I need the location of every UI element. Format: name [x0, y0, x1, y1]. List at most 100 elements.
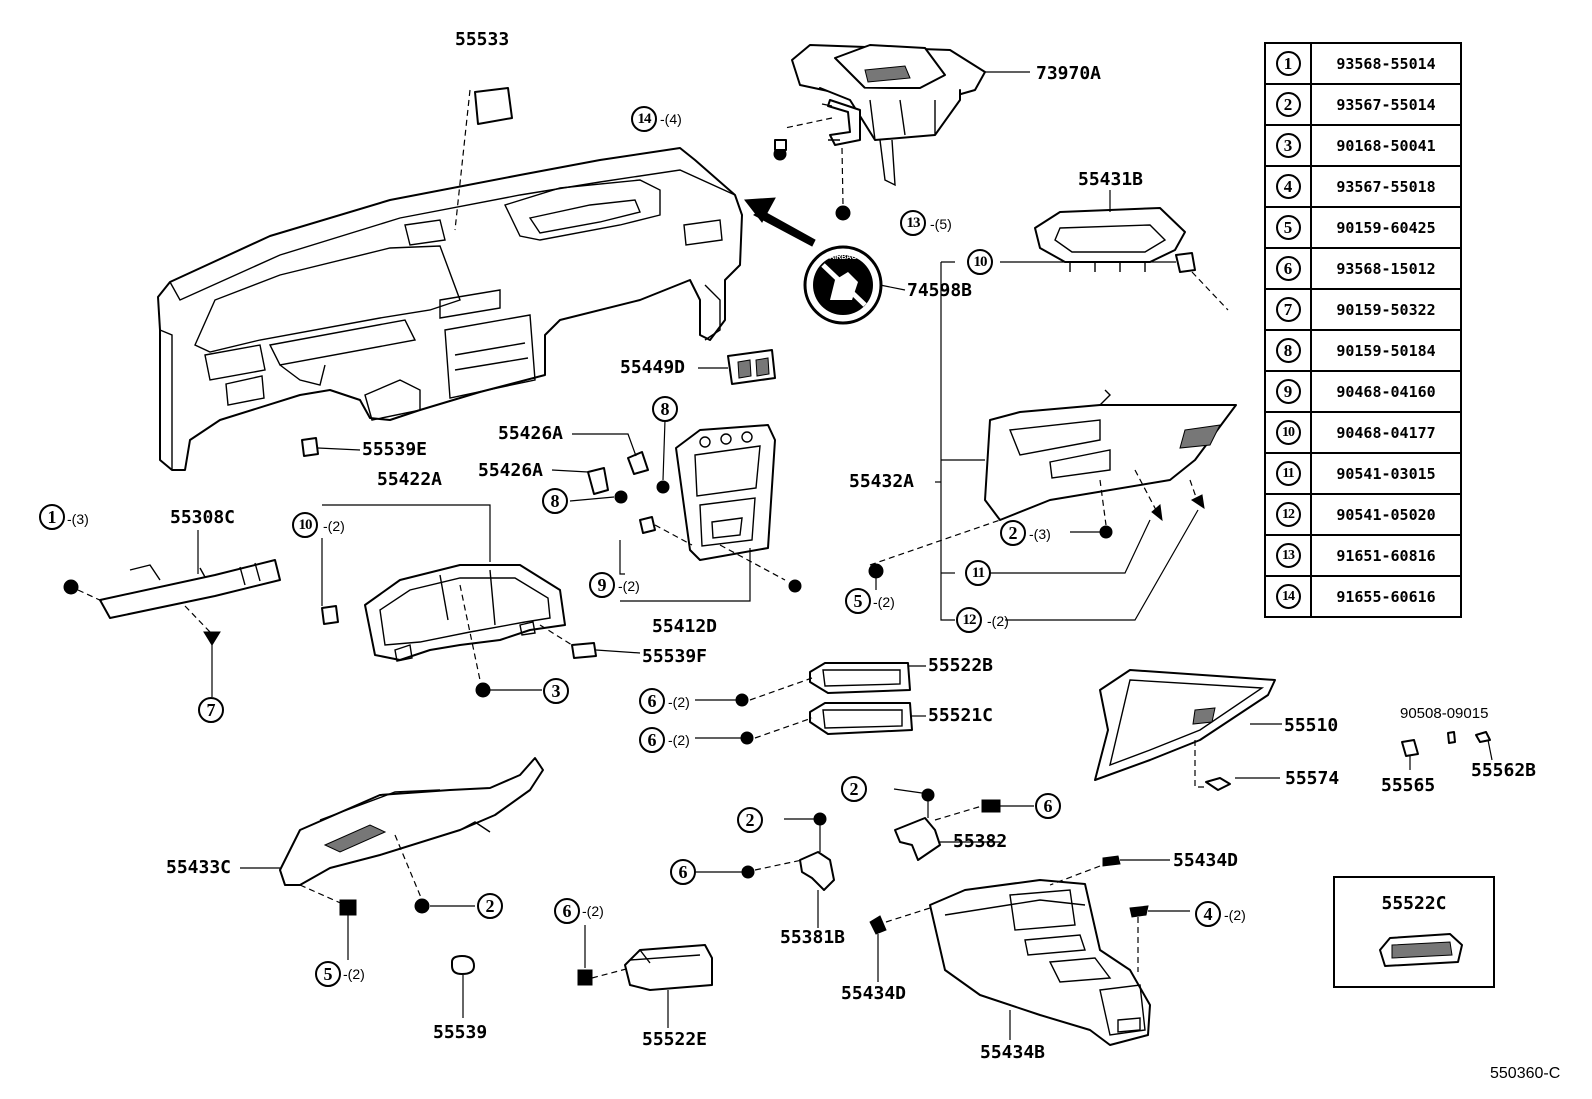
label-55565: 55565 — [1381, 775, 1436, 796]
label-55510: 55510 — [1284, 715, 1339, 736]
instrument-panel — [157, 147, 743, 471]
airbag-module — [791, 44, 986, 187]
callout-1: 1 — [39, 504, 65, 530]
qty-1: -(3) — [67, 511, 89, 527]
label-55431b: 55431B — [1078, 169, 1144, 190]
label-90508-09015: 90508-09015 — [1400, 705, 1489, 722]
reference-number-cell: 9 — [1264, 370, 1312, 413]
qty-9: -(2) — [618, 578, 640, 594]
label-55426a-upper: 55426A — [498, 423, 564, 444]
part-90508-09015 — [1447, 731, 1456, 744]
reference-number: 10 — [1275, 420, 1301, 445]
part-55522e — [624, 944, 713, 991]
reference-part-number: 90159-60425 — [1310, 206, 1462, 249]
reference-number-cell: 4 — [1264, 165, 1312, 208]
drawing-number: 550360-C — [1490, 1065, 1561, 1082]
callout-13: 13 — [900, 210, 926, 236]
reference-part-number: 90159-50322 — [1310, 288, 1462, 331]
part-55521c — [809, 702, 913, 735]
qty-6-vent-upper: -(2) — [668, 694, 690, 710]
reference-part-number: 91655-60616 — [1310, 575, 1462, 618]
label-73970a: 73970A — [1036, 63, 1102, 84]
inset-box-55522c: 55522C — [1333, 876, 1495, 988]
part-55431b — [1034, 207, 1186, 272]
label-55539f: 55539F — [642, 646, 708, 667]
part-55432a — [984, 389, 1237, 521]
reference-number: 3 — [1275, 133, 1301, 158]
label-74598b: 74598B — [907, 280, 973, 301]
reference-number-cell: 13 — [1264, 534, 1312, 577]
reference-number: 1 — [1275, 51, 1301, 76]
reference-number: 8 — [1275, 338, 1301, 363]
reference-number-cell: 14 — [1264, 575, 1312, 618]
label-55522b: 55522B — [928, 655, 994, 676]
callout-8-lower: 8 — [542, 488, 568, 514]
label-55422a: 55422A — [377, 469, 443, 490]
reference-row: 5 90159-60425 — [1264, 206, 1462, 249]
label-55426a-lower: 55426A — [478, 460, 544, 481]
label-55434d-right: 55434D — [1173, 850, 1239, 871]
part-55522b — [809, 662, 911, 694]
reference-part-number: 90168-50041 — [1310, 124, 1462, 167]
label-55521c: 55521C — [928, 705, 994, 726]
part-55382 — [894, 817, 941, 861]
callout-2-lower-panel: 2 — [477, 893, 503, 919]
qty-14: -(4) — [660, 111, 682, 127]
qty-5-frame: -(2) — [873, 594, 895, 610]
label-55533: 55533 — [455, 29, 510, 50]
callout-7: 7 — [198, 697, 224, 723]
reference-number-cell: 10 — [1264, 411, 1312, 454]
callout-5-frame: 5 — [845, 588, 871, 614]
label-55432a: 55432A — [849, 471, 915, 492]
callout-4: 4 — [1195, 901, 1221, 927]
qty-10: -(2) — [323, 518, 345, 534]
label-55381b: 55381B — [780, 927, 846, 948]
reference-part-number: 91651-60816 — [1310, 534, 1462, 577]
part-55412d — [675, 424, 776, 561]
reference-part-number: 93568-15012 — [1310, 247, 1462, 290]
reference-number: 11 — [1275, 461, 1301, 486]
callout-2-frame: 2 — [1000, 520, 1026, 546]
reference-number-cell: 6 — [1264, 247, 1312, 290]
reference-row: 8 90159-50184 — [1264, 329, 1462, 372]
qty-6-vent-lower: -(2) — [668, 732, 690, 748]
reference-number: 5 — [1275, 215, 1301, 240]
qty-5-lower-panel: -(2) — [343, 966, 365, 982]
label-55434b: 55434B — [980, 1042, 1046, 1063]
label-55412d: 55412D — [652, 616, 718, 637]
qty-6-bracket-e: -(2) — [582, 903, 604, 919]
part-55426a-upper — [627, 451, 649, 475]
reference-part-number: 93567-55018 — [1310, 165, 1462, 208]
qty-2: -(3) — [1029, 526, 1051, 542]
part-55565 — [1401, 739, 1419, 757]
qty-13: -(5) — [930, 216, 952, 232]
part-55574 — [1205, 777, 1231, 791]
callout-10-upper: 10 — [967, 249, 993, 275]
reference-number-cell: 8 — [1264, 329, 1312, 372]
reference-part-number: 90159-50184 — [1310, 329, 1462, 372]
label-55522c: 55522C — [1381, 893, 1447, 914]
part-clip-10-top — [1175, 252, 1196, 273]
qty-4: -(2) — [1224, 907, 1246, 923]
reference-number-cell: 3 — [1264, 124, 1312, 167]
reference-number: 12 — [1275, 502, 1301, 527]
callout-10-lower: 10 — [292, 512, 318, 538]
airbag-badge-text: AIRBAG — [829, 254, 857, 261]
reference-number-cell: 12 — [1264, 493, 1312, 536]
qty-12: -(2) — [987, 613, 1009, 629]
callout-6-bracket-lower: 6 — [670, 859, 696, 885]
part-55308c — [99, 559, 281, 619]
reference-number: 9 — [1275, 379, 1301, 404]
part-55510 — [1094, 669, 1276, 781]
part-55381b — [799, 851, 835, 891]
reference-number: 6 — [1275, 256, 1301, 281]
callout-6-vent-lower: 6 — [639, 727, 665, 753]
part-55433c — [279, 757, 544, 886]
